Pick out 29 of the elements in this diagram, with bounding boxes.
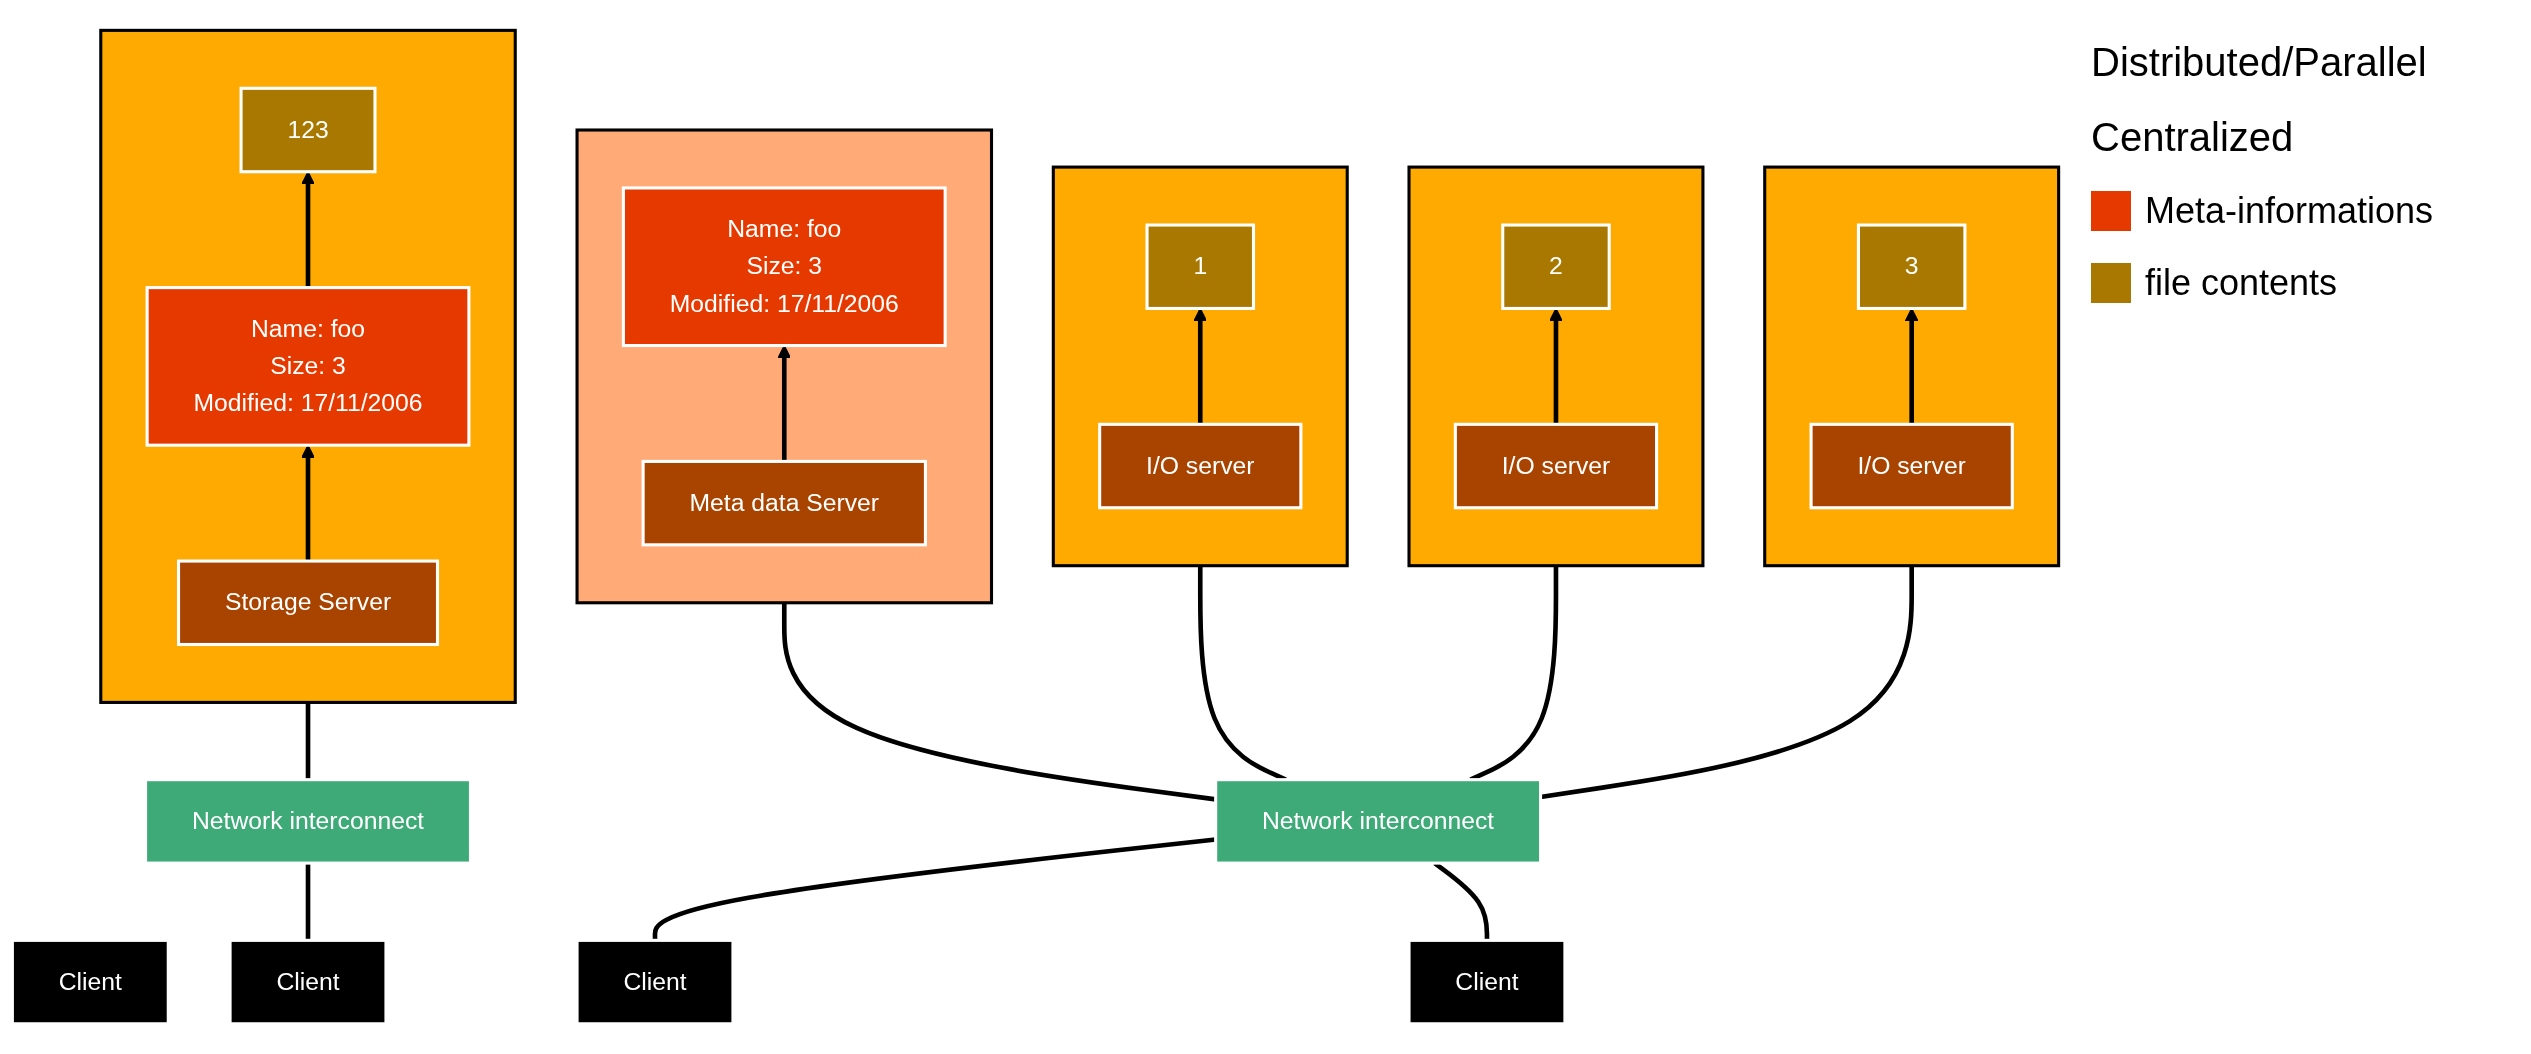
- node-box: 1: [1145, 223, 1256, 310]
- node-box: Name: foo Size: 3 Modified: 17/11/2006: [621, 186, 947, 347]
- cluster: [1763, 165, 2061, 568]
- arrow: [301, 171, 315, 288]
- node-box: Client: [575, 938, 735, 1026]
- caption-text: Centralized: [2091, 115, 2295, 160]
- node-box: Storage Server: [177, 559, 440, 646]
- node-box: Client: [10, 938, 170, 1026]
- node-box: I/O server: [1809, 422, 2014, 510]
- legend-label: Meta-informations: [2145, 190, 2434, 232]
- node-box: 3: [1856, 223, 1967, 310]
- node-box: Network interconnect: [144, 778, 472, 865]
- node-box: Meta data Server: [641, 459, 927, 547]
- node-box: I/O server: [1453, 422, 1659, 510]
- connector: [305, 863, 311, 941]
- cluster: [99, 28, 517, 704]
- node-box: Client: [1407, 938, 1567, 1026]
- node-box: Client: [228, 938, 388, 1026]
- caption-text: Distributed/Parallel: [2091, 40, 2428, 85]
- node-box: I/O server: [1098, 422, 1303, 510]
- cluster: [1051, 165, 1349, 568]
- connector: [305, 702, 311, 780]
- legend-label: file contents: [2145, 262, 2338, 304]
- node-box: Network interconnect: [1214, 778, 1543, 865]
- node-box: Name: foo Size: 3 Modified: 17/11/2006: [145, 285, 471, 447]
- node-box: 123: [239, 86, 377, 174]
- cluster: [575, 128, 994, 605]
- node-box: 2: [1501, 223, 1611, 310]
- cluster: [1407, 165, 1705, 568]
